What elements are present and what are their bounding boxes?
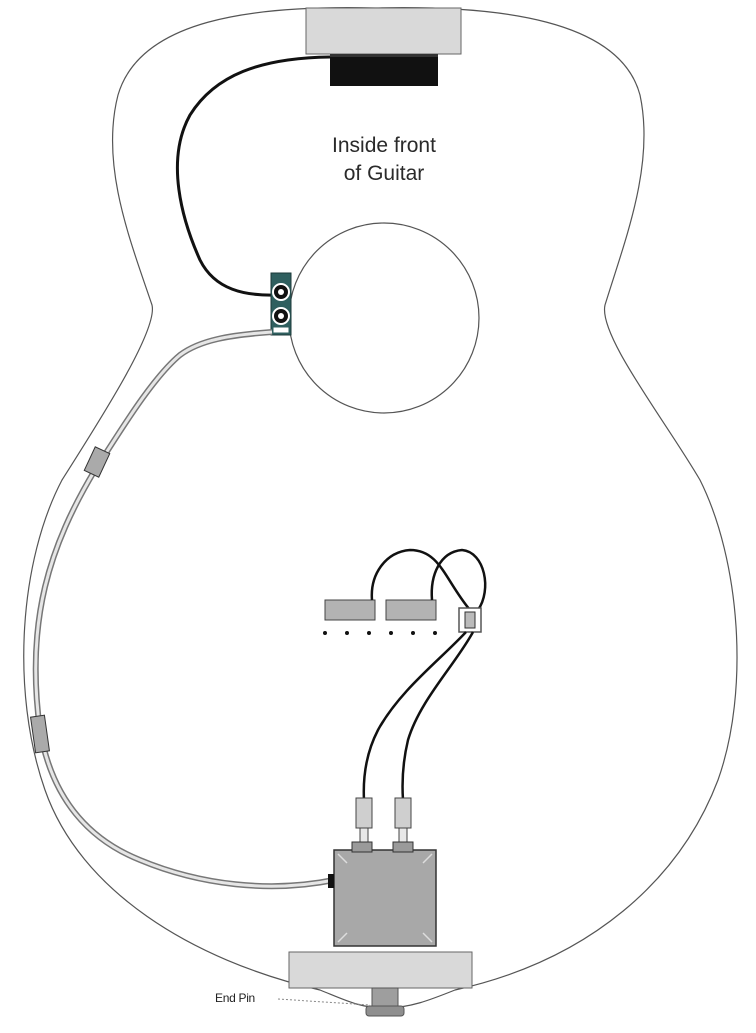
- preamp-box: [328, 841, 437, 947]
- neck-block: [305, 7, 462, 55]
- end-pin-leader-line: [277, 998, 371, 1006]
- neck-pickup-top-edge: [330, 54, 438, 57]
- connector-knob-lower-center: [278, 313, 284, 319]
- cable-clip-upper: [83, 446, 111, 478]
- bridge-connector: [458, 607, 482, 633]
- bridge-pickup-right: [385, 599, 437, 621]
- bridge-pin-dots: [323, 631, 437, 635]
- sound-hole: [288, 222, 480, 414]
- preamp-input-left: [351, 841, 373, 853]
- bridge-pin-dot: [411, 631, 415, 635]
- diagram-title-line1: Inside front: [332, 134, 436, 157]
- end-pin: [365, 987, 405, 1017]
- bridge-pickup-left: [324, 599, 376, 621]
- bridge-pin-dot: [367, 631, 371, 635]
- bridge-pickup-left-wire: [370, 548, 471, 611]
- preamp-side-jack: [328, 874, 334, 888]
- preamp-screw: [422, 932, 433, 943]
- main-cable-inner: [34, 330, 335, 888]
- bridge-pin-dot: [389, 631, 393, 635]
- bridge-pickup-right-wire: [430, 548, 487, 611]
- connector-knob-upper-center: [278, 289, 284, 295]
- preamp-input-right: [392, 841, 414, 853]
- diagram-title-line2: of Guitar: [344, 162, 425, 185]
- neck-pickup: [330, 54, 438, 86]
- bridge-pin-dot: [345, 631, 349, 635]
- end-pin-label: End Pin: [215, 991, 255, 1005]
- preamp-plug-right: [394, 797, 412, 843]
- connector-plug: [272, 326, 290, 334]
- preamp-screw: [337, 932, 348, 943]
- preamp-screw: [337, 853, 348, 864]
- bridge-pin-dot: [433, 631, 437, 635]
- main-cable-outer: [32, 329, 335, 890]
- cable-clip-lower: [29, 714, 51, 754]
- preamp-screw: [422, 853, 433, 864]
- tail-block: [288, 951, 473, 989]
- preamp-wire-left: [362, 631, 467, 801]
- neck-pickup-wire: [175, 55, 331, 297]
- preamp-plug-left: [355, 797, 373, 843]
- bridge-pin-dot: [323, 631, 327, 635]
- soundhole-connector: [270, 272, 292, 336]
- preamp-wire-right: [401, 631, 475, 801]
